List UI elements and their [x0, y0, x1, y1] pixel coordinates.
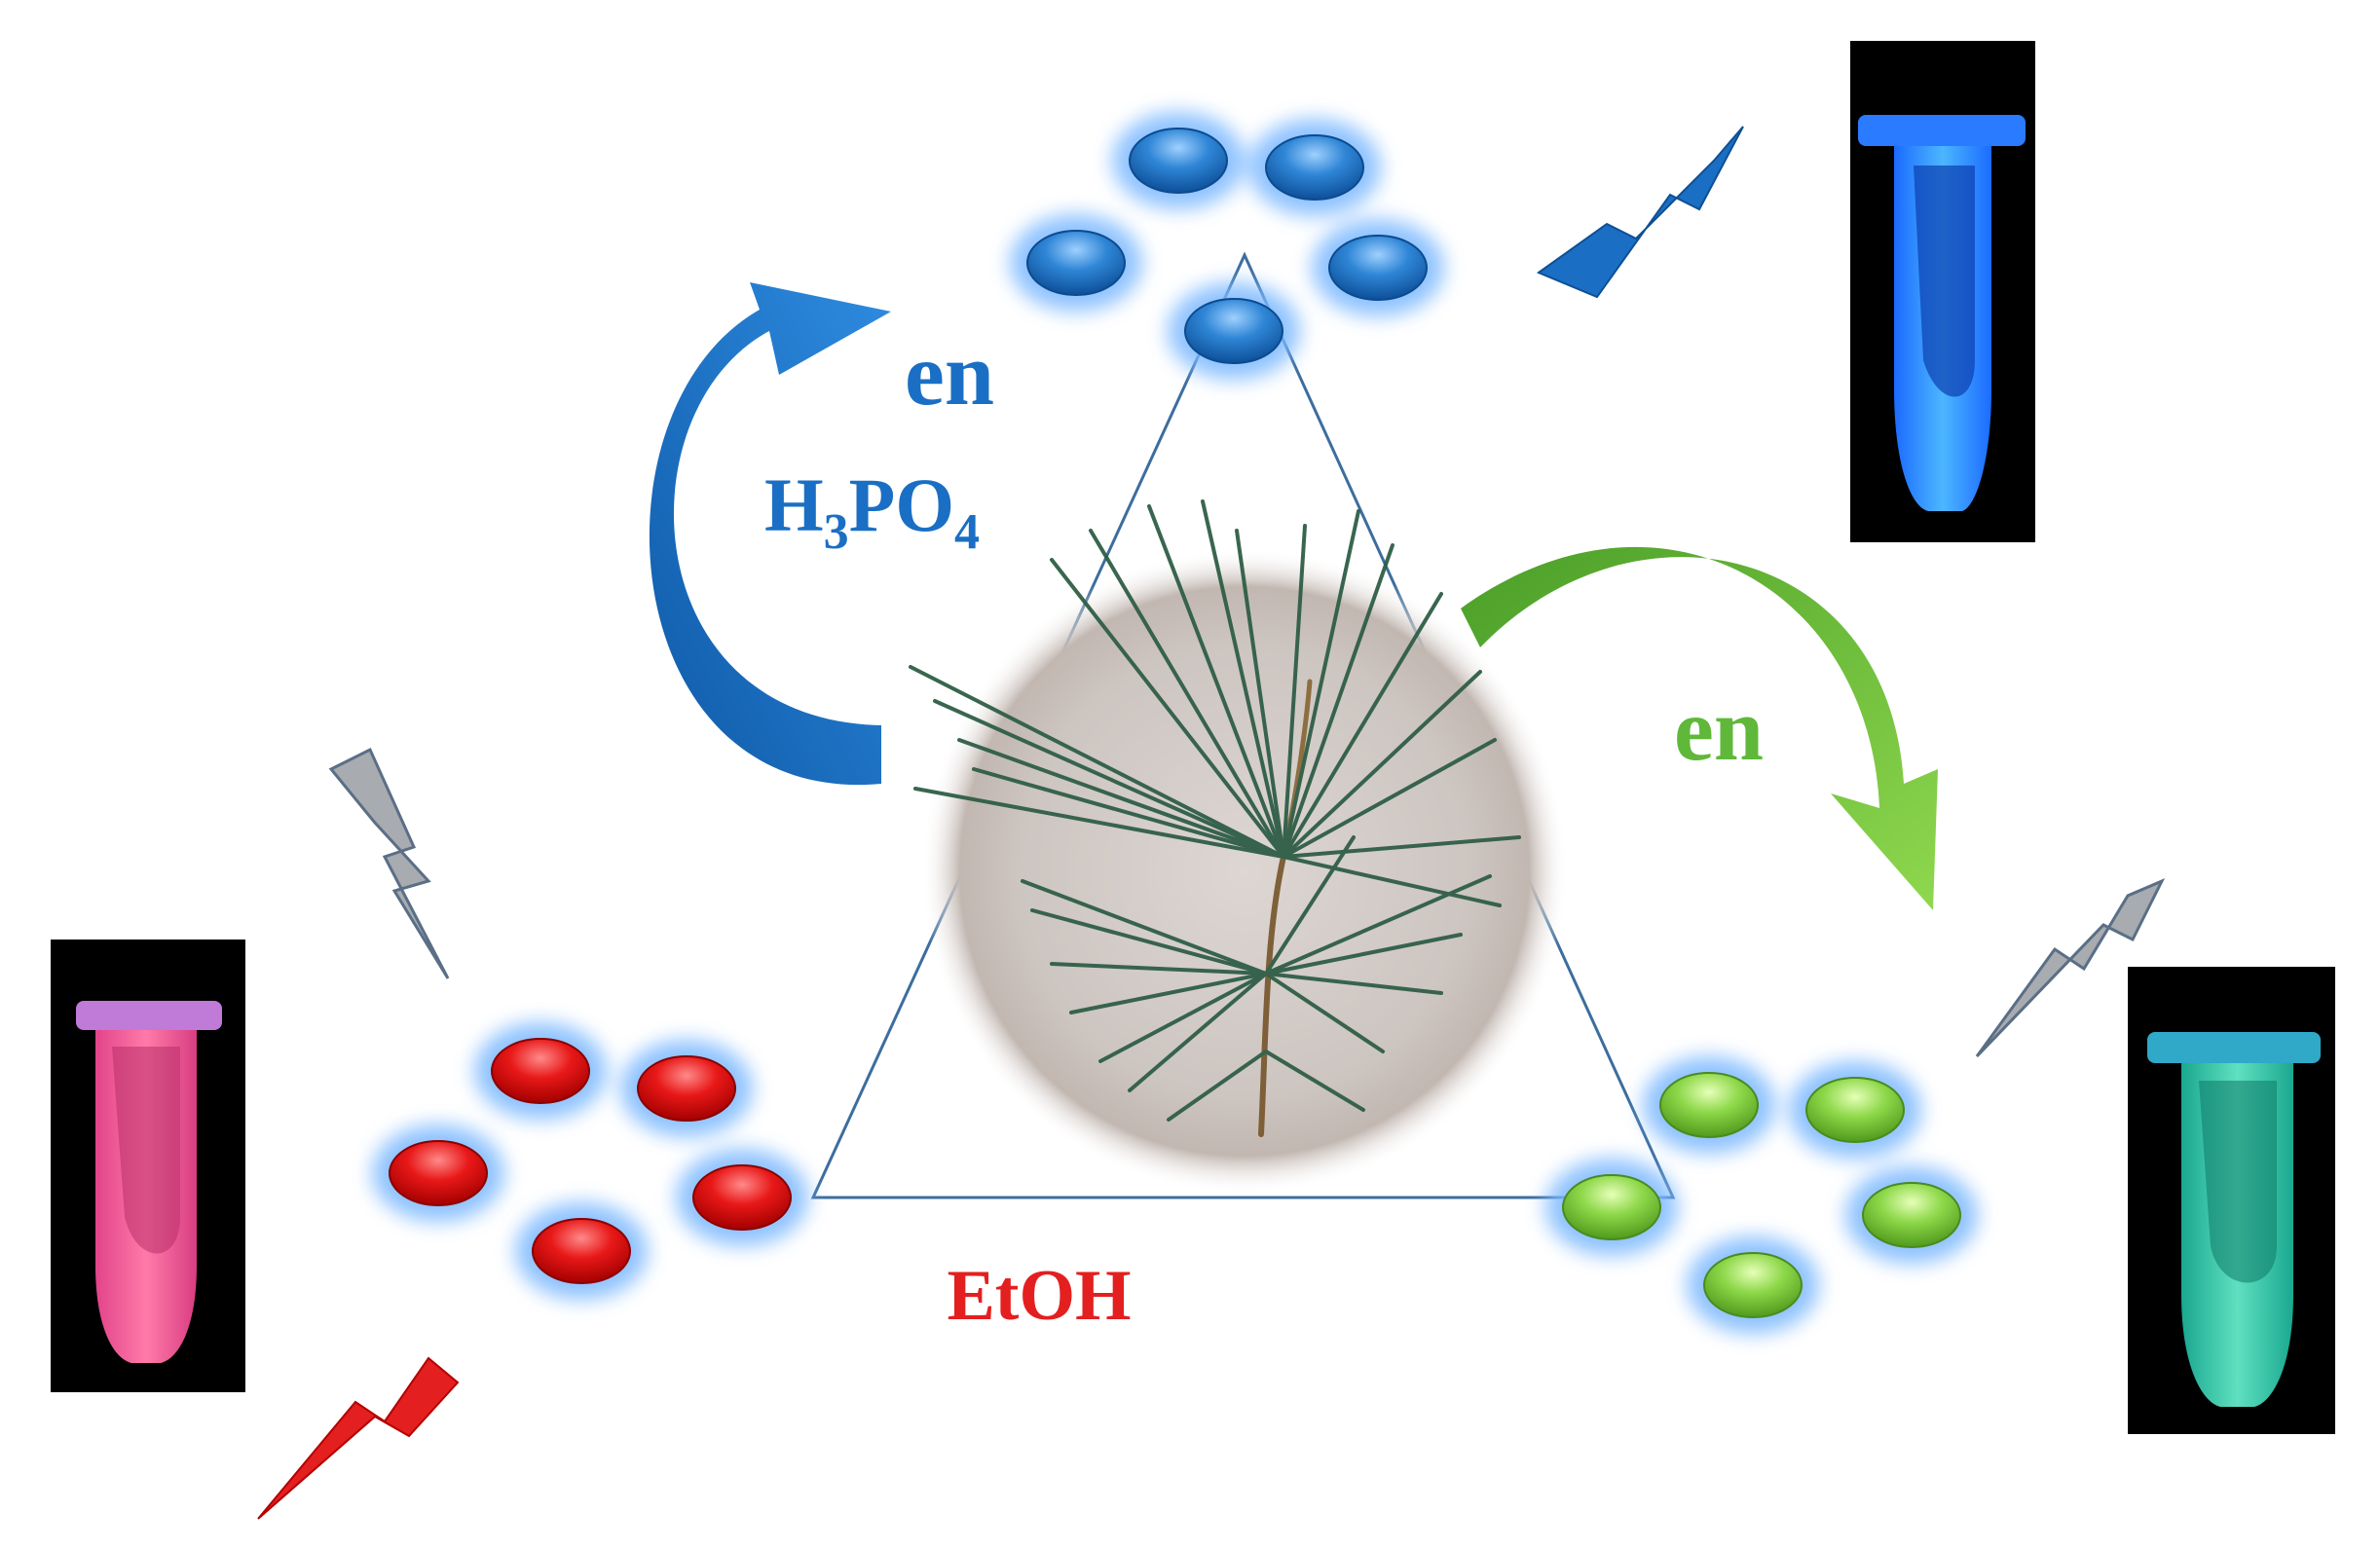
- blue-fluorescent-tube: [1850, 41, 2035, 542]
- acid-mid: PO: [849, 462, 954, 547]
- acid-base: H: [764, 462, 824, 547]
- red-fluorescent-tube: [51, 940, 245, 1392]
- green-carbon-dots: [1545, 1056, 1978, 1334]
- acid-label: H3PO4: [764, 462, 980, 560]
- cyan-fluorescent-tube: [2128, 967, 2335, 1434]
- uv-lightning-red: [257, 1356, 460, 1520]
- uv-lightning-gray-left: [328, 747, 450, 979]
- pine-needle-photo: [909, 499, 1568, 1195]
- green-arrow: [1461, 546, 1938, 910]
- acid-sub1: 3: [824, 504, 849, 560]
- top-reagent-label: en: [905, 324, 994, 424]
- uv-lightning-gray-right: [1975, 878, 2166, 1058]
- uv-lightning-blue: [1536, 126, 1744, 299]
- blue-carbon-dots: [1010, 112, 1444, 380]
- red-carbon-dots: [372, 1022, 808, 1300]
- acid-sub2: 4: [954, 504, 980, 560]
- blue-arrow: [649, 282, 891, 786]
- bottom-solvent-label: EtOH: [947, 1256, 1131, 1336]
- right-reagent-label: en: [1674, 680, 1764, 779]
